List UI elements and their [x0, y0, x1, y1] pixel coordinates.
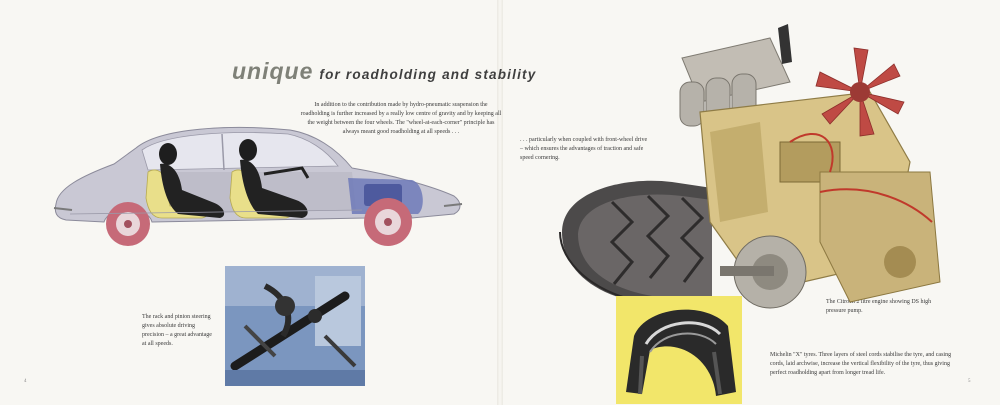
intro-paragraph: In addition to the contribution made by … — [300, 102, 502, 135]
headline-emphasis: unique — [232, 58, 314, 84]
headline: unique for roadholding and stability — [232, 58, 536, 85]
engine-caption: The Citroen 2 litre engine showing DS hi… — [826, 299, 932, 314]
tyre-tread-illustration — [559, 180, 712, 304]
headline-rest: for roadholding and stability — [319, 67, 537, 82]
page-number-right: 5 — [968, 379, 971, 384]
car-cutaway-illustration — [53, 126, 463, 246]
continuation-paragraph: . . . particularly when coupled with fro… — [520, 137, 648, 161]
rack-pinion-photo — [225, 266, 365, 386]
michelin-tyre-cutaway — [616, 296, 742, 404]
tyre-caption: Michelin "X" tyres. Three layers of stee… — [770, 352, 952, 376]
page-gutter — [497, 0, 503, 405]
page-number-left: 4 — [24, 379, 27, 384]
rack-pinion-caption: The rack and pinion steering gives absol… — [142, 314, 212, 347]
engine-illustration — [679, 24, 941, 309]
